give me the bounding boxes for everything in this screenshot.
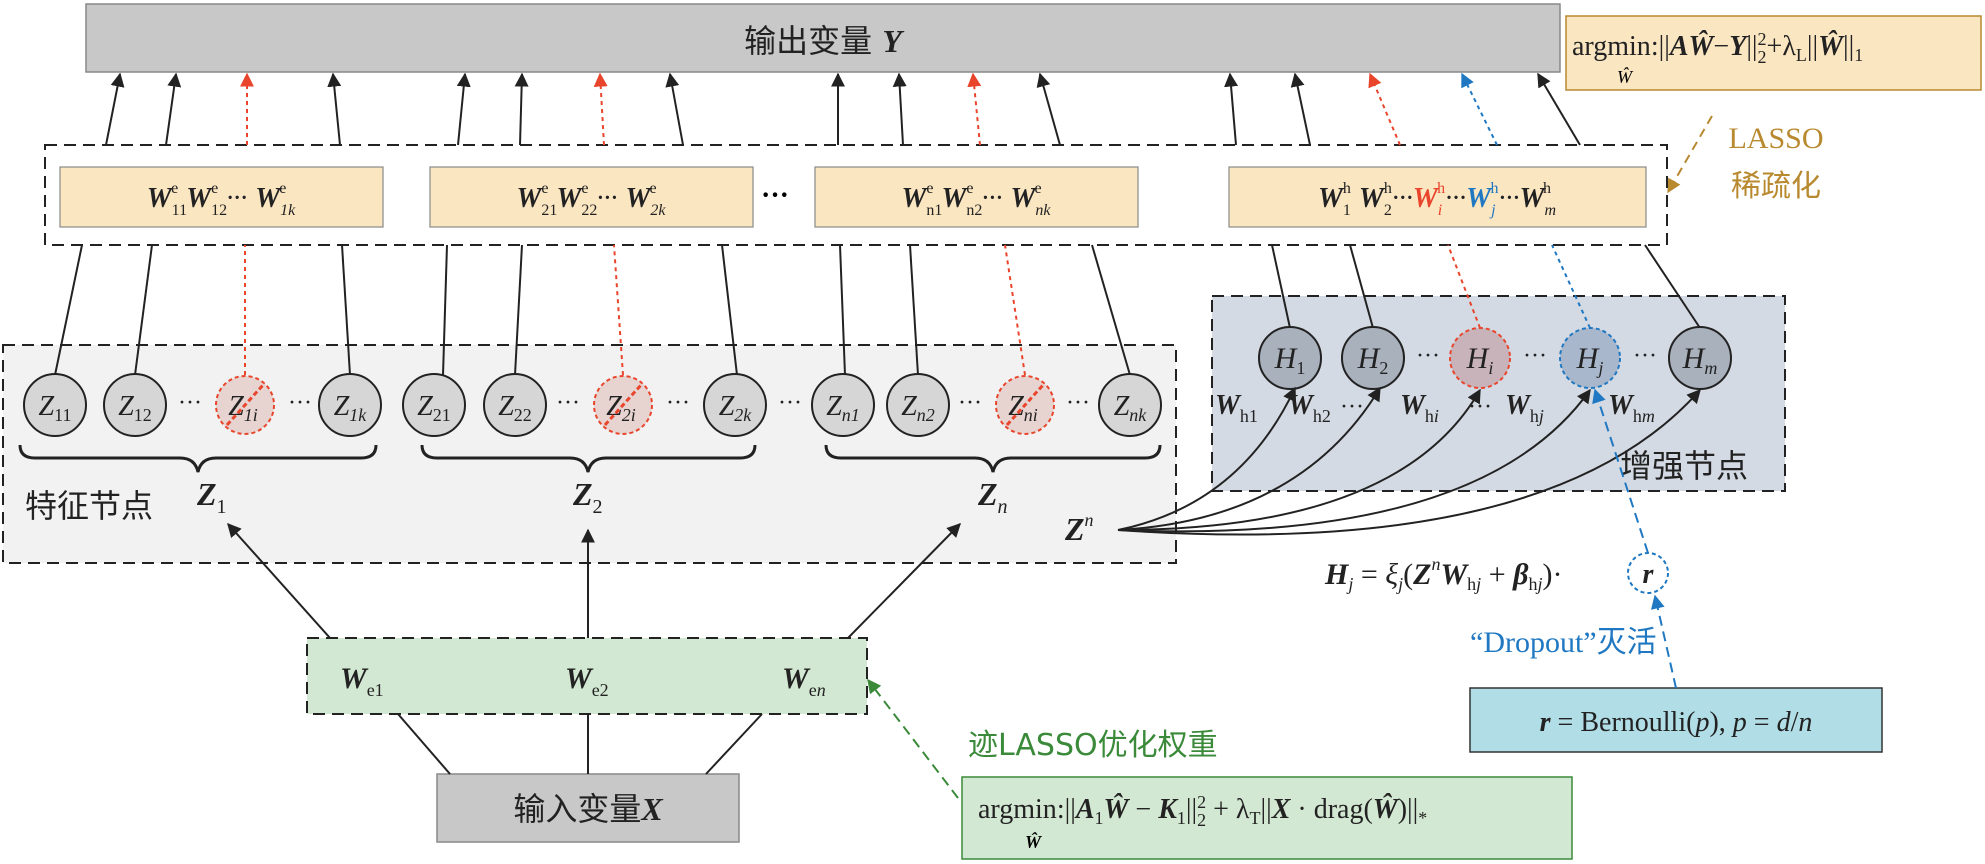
output-arrows-red	[240, 72, 1401, 146]
node-znk: Znk	[1098, 373, 1162, 437]
svg-text:···: ···	[288, 390, 312, 416]
svg-text:Z1k: Z1k	[334, 391, 368, 425]
node-z1k: Z1k	[318, 373, 382, 437]
input-box	[436, 773, 740, 843]
node-z11: Z11	[23, 373, 87, 437]
svg-text:Whm: Whm	[1608, 390, 1655, 426]
weight-ellipsis: ···	[761, 180, 789, 211]
feature-area-label: 特征节点	[25, 487, 153, 525]
node-h1: H1	[1258, 326, 1322, 390]
r-node: r	[1627, 552, 1669, 594]
input-links	[397, 713, 763, 775]
svg-text:Z12: Z12	[118, 391, 152, 425]
svg-text:Hm: Hm	[1682, 342, 1718, 378]
svg-text:···: ···	[178, 390, 202, 416]
svg-text:Hj: Hj	[1576, 342, 1604, 378]
svg-text:···: ···	[1633, 343, 1657, 369]
svg-text:Whj: Whj	[1505, 390, 1544, 426]
node-zn2: Zn2	[886, 373, 950, 437]
bernoulli-box	[1469, 687, 1883, 753]
input-group-arrows	[227, 522, 961, 639]
enhance-nodes: H1 H2 ··· Hi ··· Hj ··· Hm	[1258, 326, 1732, 390]
node-z21: Z21	[402, 373, 466, 437]
zn-curves	[1117, 386, 1701, 536]
trace-formula-sub: Ŵ	[1025, 831, 1043, 852]
svg-text:···: ···	[1523, 343, 1547, 369]
node-h2: H2	[1341, 326, 1405, 390]
output-arrow-blue	[1461, 72, 1498, 146]
svg-text:···: ···	[556, 390, 580, 416]
svg-text:r: r	[1643, 559, 1655, 590]
svg-text:···: ···	[1416, 343, 1440, 369]
r-to-hj-arrow	[1592, 388, 1649, 554]
svg-text:···: ···	[958, 390, 982, 416]
weight-layer-box	[44, 144, 1668, 246]
lasso-formula-box	[1565, 15, 1982, 91]
enhance-weight-links	[1271, 244, 1701, 329]
node-zn1: Zn1	[811, 373, 875, 437]
output-arrows	[105, 72, 1581, 146]
node-hj: Hj	[1559, 327, 1621, 389]
bernoulli-text: r = Bernoulli(p), p = d/n	[1540, 707, 1813, 738]
group-label-zn: Zn	[977, 476, 1008, 518]
node-zni: Zni	[995, 375, 1055, 435]
svg-text:···: ···	[1066, 390, 1090, 416]
output-label: 输出变量 Y	[744, 22, 904, 60]
feature-braces	[18, 444, 1162, 473]
lasso-arrow	[1667, 115, 1713, 194]
svg-text:···: ···	[778, 390, 802, 416]
node-hm: Hm	[1668, 326, 1732, 390]
node-z1i: Z1i	[215, 375, 275, 435]
output-box	[85, 3, 1561, 73]
feature-weight-links	[54, 244, 1131, 376]
bernoulli-arrow	[1650, 594, 1677, 689]
trace-formula-box	[961, 776, 1573, 860]
node-z2i: Z2i	[593, 375, 653, 435]
lasso-label-1: LASSO	[1728, 122, 1823, 155]
enhance-area-label: 增强节点	[1620, 447, 1748, 485]
input-weights-box	[306, 637, 868, 715]
node-z12: Z12	[103, 373, 167, 437]
node-z2k: Z2k	[703, 373, 767, 437]
svg-text:···: ···	[1340, 394, 1364, 420]
trace-lasso-arrow	[867, 678, 959, 799]
svg-text:···: ···	[666, 390, 690, 416]
dropout-label: “Dropout”灭活	[1470, 626, 1657, 659]
node-z22: Z22	[483, 373, 547, 437]
svg-text:···: ···	[1468, 394, 1492, 420]
svg-text:Hi: Hi	[1466, 342, 1494, 378]
enhance-link-red	[1447, 244, 1481, 329]
feature-weight-links-red	[244, 244, 1026, 376]
lasso-formula-sub: Ŵ	[1617, 66, 1634, 87]
hj-formula: Hj = ξj(ZnWhj + βhj)·	[1324, 554, 1563, 594]
svg-text:Wh1: Wh1	[1215, 390, 1258, 426]
node-hi: Hi	[1449, 327, 1511, 389]
lasso-label-2: 稀疏化	[1731, 169, 1821, 204]
feature-area	[2, 344, 1177, 564]
trace-lasso-label: 迹LASSO优化权重	[968, 728, 1218, 763]
input-label: 输入变量X	[513, 790, 663, 828]
feature-nodes: Z11 Z12 ··· Z1i ··· Z1k Z21 Z22 ··· Z2i …	[23, 373, 1162, 437]
